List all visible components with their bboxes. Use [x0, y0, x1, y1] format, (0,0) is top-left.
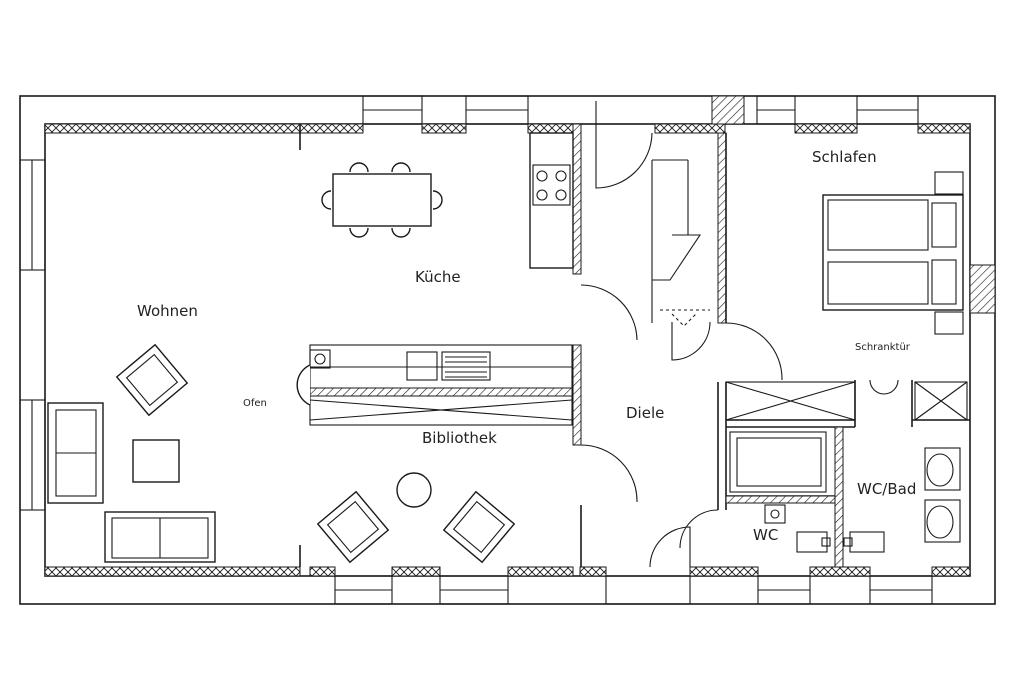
label-schranktuer: Schranktür	[855, 342, 911, 353]
living-furniture	[47, 343, 216, 563]
room-label-diele: Diele	[626, 404, 664, 422]
room-label-wc-bad: WC/Bad	[857, 480, 916, 498]
library-furniture	[316, 472, 516, 564]
room-label-schlafen: Schlafen	[812, 148, 877, 166]
bed	[822, 171, 964, 335]
windows	[19, 95, 933, 605]
room-label-wohnen: Wohnen	[137, 302, 198, 320]
kitchen-sink-unit	[309, 349, 491, 381]
label-ofen: Ofen	[243, 398, 267, 409]
room-label-bibliothek: Bibliothek	[422, 429, 497, 447]
bathroom-fixtures	[729, 431, 961, 553]
wardrobes	[725, 381, 968, 421]
kitchen-counter	[529, 132, 574, 269]
staircase	[651, 159, 710, 327]
dining-table	[321, 162, 443, 238]
room-label-wc: WC	[753, 526, 778, 544]
doors	[580, 101, 899, 568]
oven	[296, 364, 311, 406]
room-label-kueche: Küche	[415, 268, 461, 286]
